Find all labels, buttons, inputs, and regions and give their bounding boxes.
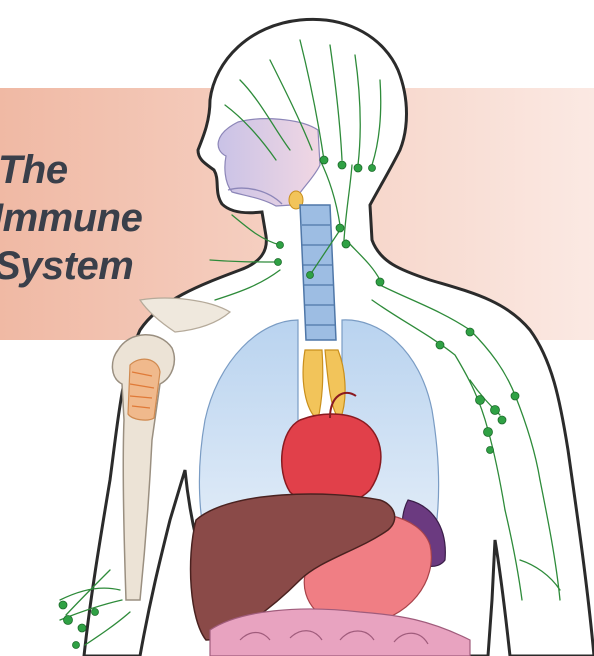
- title-line-1: The: [0, 150, 68, 190]
- title-line-2: Immune: [0, 198, 142, 238]
- title-line-3: System: [0, 246, 133, 286]
- heart: [282, 414, 381, 506]
- trachea: [300, 205, 336, 340]
